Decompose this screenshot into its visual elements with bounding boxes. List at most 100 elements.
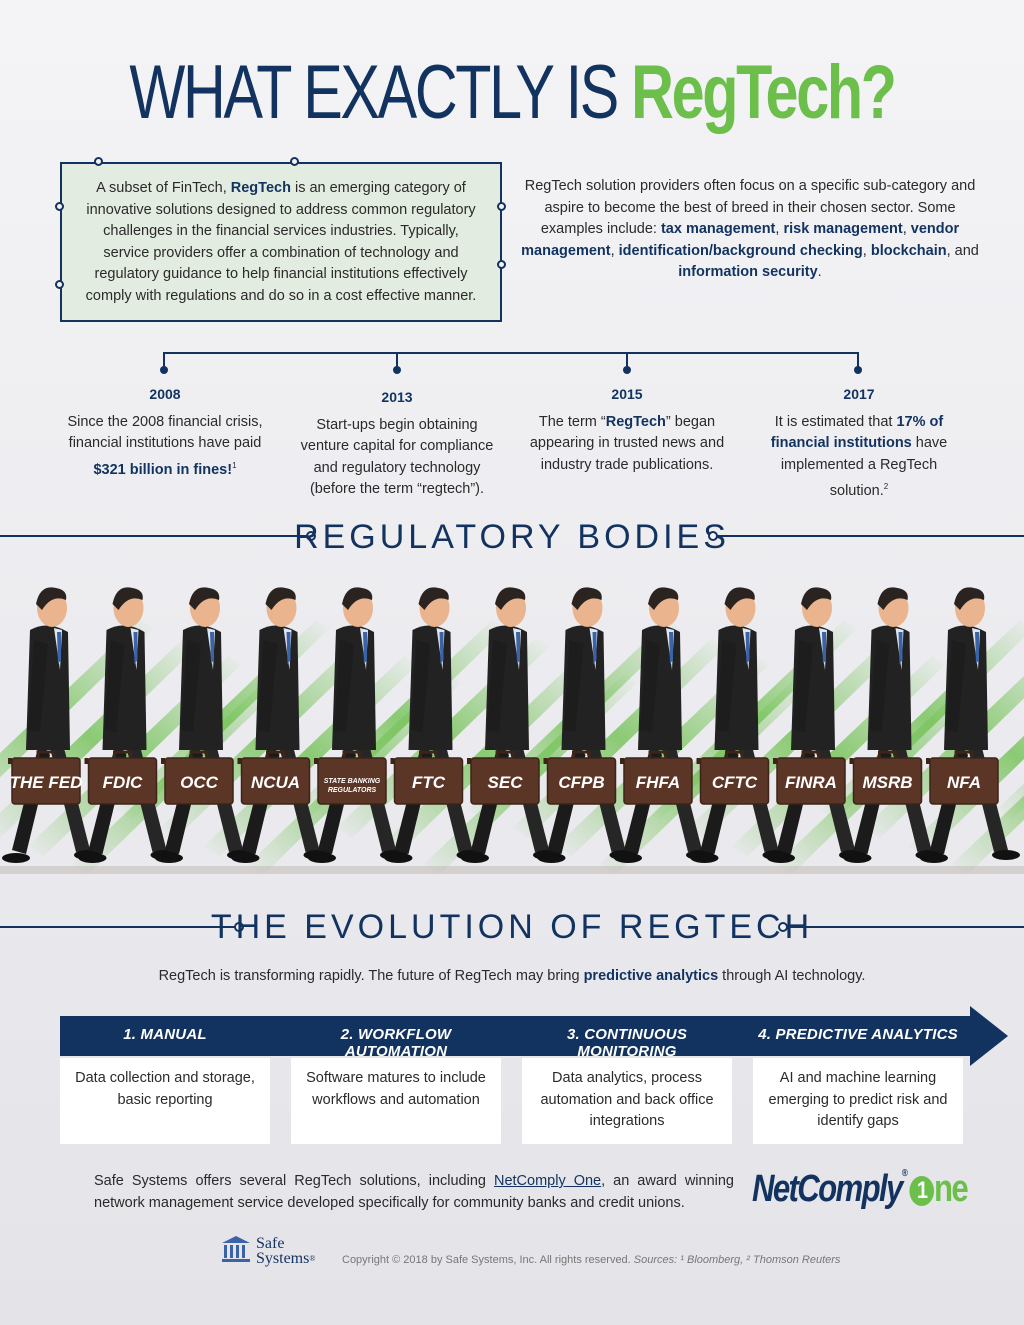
box-connector-dot <box>55 202 64 211</box>
briefcase-label: NFA <box>947 773 981 792</box>
intro-text-1: A subset of FinTech, <box>96 180 231 196</box>
evolution-heading: THE EVOLUTION OF REGTECH <box>210 908 814 946</box>
briefcase-label: MSRB <box>862 773 912 792</box>
section-dot <box>234 922 244 932</box>
intro-text-2: is an emerging category of innovative so… <box>85 180 477 304</box>
timeline-text: It is estimated that <box>774 413 897 430</box>
timeline-item-2013: 2013 Start-ups begin obtaining venture c… <box>292 387 502 501</box>
regulator-walker: FDIC <box>78 587 179 863</box>
ground-shadow <box>0 866 1024 874</box>
title-part-1: WHAT EXACTLY IS <box>129 50 632 135</box>
example-item: tax management <box>660 221 776 238</box>
page-title: WHAT EXACTLY IS RegTech? <box>113 48 912 138</box>
green-streak <box>996 783 1024 820</box>
safe-systems-building-icon <box>222 1236 250 1262</box>
stage-card: Data analytics, process automation and b… <box>522 1058 732 1144</box>
logo-text: NetComply <box>752 1168 903 1210</box>
timeline-year: 2015 <box>611 386 643 402</box>
stage-title-predictive: 4. PREDICTIVE ANALYTICS <box>758 1026 958 1043</box>
evolution-subtitle-text: through AI technology. <box>718 968 866 984</box>
timeline-drop <box>396 352 398 368</box>
regulator-walker: SEC <box>461 587 561 863</box>
stage-card: Software matures to include workflows an… <box>291 1058 501 1144</box>
evolution-subtitle: RegTech is transforming rapidly. The fut… <box>0 968 1024 984</box>
netcomply-one-link[interactable]: NetComply One <box>493 1173 602 1189</box>
logo-text: Systems <box>256 1250 310 1267</box>
separator: , and <box>946 242 979 259</box>
timeline-bold: $321 billion in fines! <box>93 461 233 478</box>
briefcase-label: FHFA <box>636 773 680 792</box>
separator: , <box>902 221 911 238</box>
intro-regtech: RegTech <box>230 180 291 196</box>
regulator-walker: FHFA <box>614 587 714 863</box>
intro-box: A subset of FinTech, RegTech is an emerg… <box>60 162 502 322</box>
title-part-2: RegTech? <box>631 50 897 135</box>
separator: , <box>775 221 784 238</box>
timeline-dot <box>160 366 168 374</box>
timeline-drop <box>857 352 859 368</box>
intro-right-text: RegTech solution providers often focus o… <box>520 176 980 284</box>
evolution-subtitle-bold: predictive analytics <box>583 968 719 984</box>
section-rule <box>786 926 1024 928</box>
separator: , <box>610 242 619 259</box>
briefcase-label: FINRA <box>785 773 837 792</box>
section-rule <box>716 535 1024 537</box>
briefcase-label: NCUA <box>251 773 300 792</box>
timeline-text: Since the 2008 financial crisis, financi… <box>67 413 263 452</box>
section-rule <box>0 535 310 537</box>
box-connector-dot <box>497 202 506 211</box>
timeline-dot <box>393 366 401 374</box>
copyright-sources: Sources: ¹ Bloomberg, ² Thomson Reuters <box>633 1254 841 1266</box>
timeline-text: have implemented a RegTech solution. <box>780 435 948 500</box>
stage-title-monitoring: 3. CONTINUOUS MONITORING <box>566 1026 688 1060</box>
footer-text: Safe Systems offers several RegTech solu… <box>94 1170 734 1214</box>
regulator-walker: MSRB <box>843 587 944 863</box>
regulator-walker: THE FED <box>2 587 102 863</box>
stage-title-manual: 1. MANUAL <box>123 1026 207 1043</box>
example-item: blockchain <box>870 242 947 259</box>
regulator-walker: NCUA <box>231 587 332 863</box>
timeline-item-2015: 2015 The term “RegTech” began appearing … <box>522 384 732 476</box>
box-connector-dot <box>55 280 64 289</box>
separator: . <box>817 264 822 281</box>
regulator-walker: NFA <box>920 587 1020 863</box>
section-rule <box>0 926 238 928</box>
timeline-year: 2008 <box>149 386 181 402</box>
regulator-walker: CFTC <box>690 587 791 863</box>
box-connector-dot <box>94 157 103 166</box>
briefcase-label: THE FED <box>10 773 83 792</box>
timeline-text: ” began appearing in trusted news and in… <box>529 413 725 473</box>
briefcase-label: CFPB <box>558 773 604 792</box>
logo-text: Safe <box>256 1235 285 1252</box>
footnote-mark: 2 <box>883 482 889 492</box>
timeline-year: 2013 <box>381 389 413 405</box>
timeline-dot <box>854 366 862 374</box>
briefcase-label: OCC <box>180 773 219 792</box>
footer-text-part: Safe Systems offers several RegTech solu… <box>94 1173 494 1189</box>
example-item: identification/background checking <box>618 242 863 259</box>
timeline-text: The term “ <box>538 413 606 430</box>
briefcase-label: SEC <box>488 773 524 792</box>
timeline-line <box>163 352 859 354</box>
logo-text: ne <box>934 1168 969 1210</box>
footer-text-part: , an award winning network management se… <box>94 1173 734 1211</box>
box-connector-dot <box>290 157 299 166</box>
briefcase-label: FTC <box>412 773 446 792</box>
logo-one-badge: 1 <box>909 1175 935 1206</box>
evolution-arrow <box>60 1016 974 1056</box>
stage-card: Data collection and storage, basic repor… <box>60 1058 270 1144</box>
timeline-dot <box>623 366 631 374</box>
timeline-bold: RegTech <box>605 413 666 430</box>
regulator-walker: CFPB <box>537 587 638 863</box>
stage-card: AI and machine learning emerging to pred… <box>753 1058 963 1144</box>
box-connector-dot <box>497 260 506 269</box>
regulatory-heading: REGULATORY BODIES <box>294 518 730 556</box>
logo-reg-mark: ® <box>901 1168 908 1179</box>
section-dot <box>306 531 316 541</box>
logo-reg-mark: ® <box>309 1254 316 1263</box>
green-streak <box>380 656 594 856</box>
